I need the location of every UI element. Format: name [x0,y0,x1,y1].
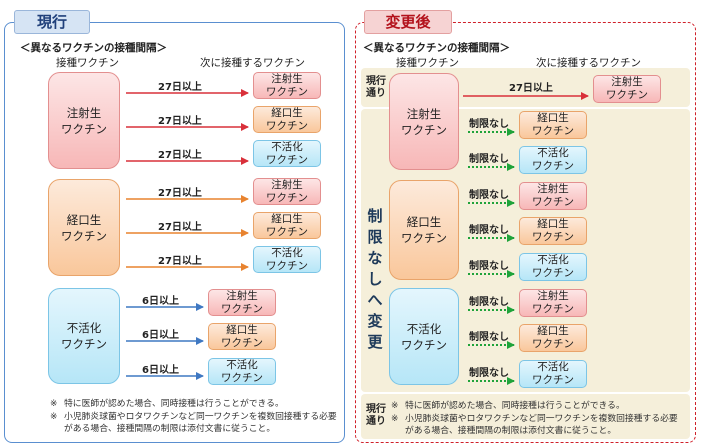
current-interval-label: 27日以上 [158,256,202,267]
revised-target-injectable-live: 注射生 ワクチン [519,289,587,317]
current-oral-live-source: 経口生 ワクチン [48,179,120,276]
revised-injectable-live-source: 注射生 ワクチン [389,73,459,170]
current-subtitle: ＜異なるワクチンの接種間隔＞ [20,42,167,54]
current-interval-label: 27日以上 [158,116,202,127]
revised-inactivated-source: 不活化 ワクチン [389,288,459,385]
revised-interval-label: 制限なし [469,119,509,130]
revised-note-mark: ※ [391,414,399,424]
current-interval-label: 6日以上 [142,296,179,307]
revised-target-oral-live: 経口生 ワクチン [519,217,587,245]
current-col-to: 次に接種するワクチン [200,57,305,69]
revised-target-inactivated: 不活化 ワクチン [519,253,587,281]
current-title: 現行 [14,10,90,34]
current-interval-label: 27日以上 [158,188,202,199]
revised-oral-live-source: 経口生 ワクチン [389,180,459,280]
revised-title: 変更後 [364,10,452,34]
current-note-mark: ※ [50,412,58,422]
revised-col-to: 次に接種するワクチン [536,57,641,69]
current-interval-label: 6日以上 [142,365,179,376]
current-interval-label: 6日以上 [142,330,179,341]
revised-note-2: 小児肺炎球菌やロタワクチンなど同一ワクチンを複数回接種する必要 がある場合、接種… [405,414,678,436]
revised-target-injectable-live: 注射生 ワクチン [593,75,661,103]
current-interval-label: 27日以上 [158,82,202,93]
revised-target-oral-live: 経口生 ワクチン [519,324,587,352]
revised-target-inactivated: 不活化 ワクチン [519,360,587,388]
current-interval-label: 27日以上 [158,150,202,161]
current-target-injectable-live: 注射生 ワクチン [253,72,321,99]
revised-interval-label: 制限なし [469,225,509,236]
current-target-oral-live: 経口生 ワクチン [253,106,321,133]
revised-interval-label: 27日以上 [509,83,553,94]
unchanged-footer-tag: 現行 通り [366,404,386,427]
revised-target-inactivated: 不活化 ワクチン [519,146,587,174]
revised-target-oral-live: 経口生 ワクチン [519,111,587,139]
revised-target-injectable-live: 注射生 ワクチン [519,182,587,210]
unchanged-tag: 現行 通り [366,76,386,99]
revised-interval-label: 制限なし [469,154,509,165]
revised-interval-label: 制限なし [469,261,509,272]
current-injectable-live-source: 注射生 ワクチン [48,72,120,169]
current-target-injectable-live: 注射生 ワクチン [208,289,276,316]
current-note-2: 小児肺炎球菌やロタワクチンなど同一ワクチンを複数回接種する必要 がある場合、接種… [64,412,337,434]
current-target-inactivated: 不活化 ワクチン [253,246,321,273]
current-target-injectable-live: 注射生 ワクチン [253,178,321,205]
revised-subtitle: ＜異なるワクチンの接種間隔＞ [363,42,510,54]
current-note-1: 特に医師が認めた場合、同時接種は行うことができる。 [64,399,284,409]
no-restriction-vertical-label: 制 限 な し へ 変 更 [367,207,383,351]
revised-col-from: 接種ワクチン [396,57,459,69]
current-inactivated-source: 不活化 ワクチン [48,288,120,384]
current-target-oral-live: 経口生 ワクチン [208,323,276,350]
revised-interval-label: 制限なし [469,332,509,343]
current-panel [4,22,345,443]
current-col-from: 接種ワクチン [56,57,119,69]
unchanged-band-bottom [361,394,690,439]
revised-note-mark: ※ [391,401,399,411]
current-interval-label: 27日以上 [158,222,202,233]
revised-note-1: 特に医師が認めた場合、同時接種は行うことができる。 [405,401,625,411]
revised-interval-label: 制限なし [469,190,509,201]
current-target-oral-live: 経口生 ワクチン [253,212,321,239]
revised-interval-label: 制限なし [469,297,509,308]
current-note-mark: ※ [50,399,58,409]
revised-panel [355,22,696,443]
revised-interval-label: 制限なし [469,368,509,379]
current-target-inactivated: 不活化 ワクチン [208,358,276,385]
current-target-inactivated: 不活化 ワクチン [253,140,321,167]
